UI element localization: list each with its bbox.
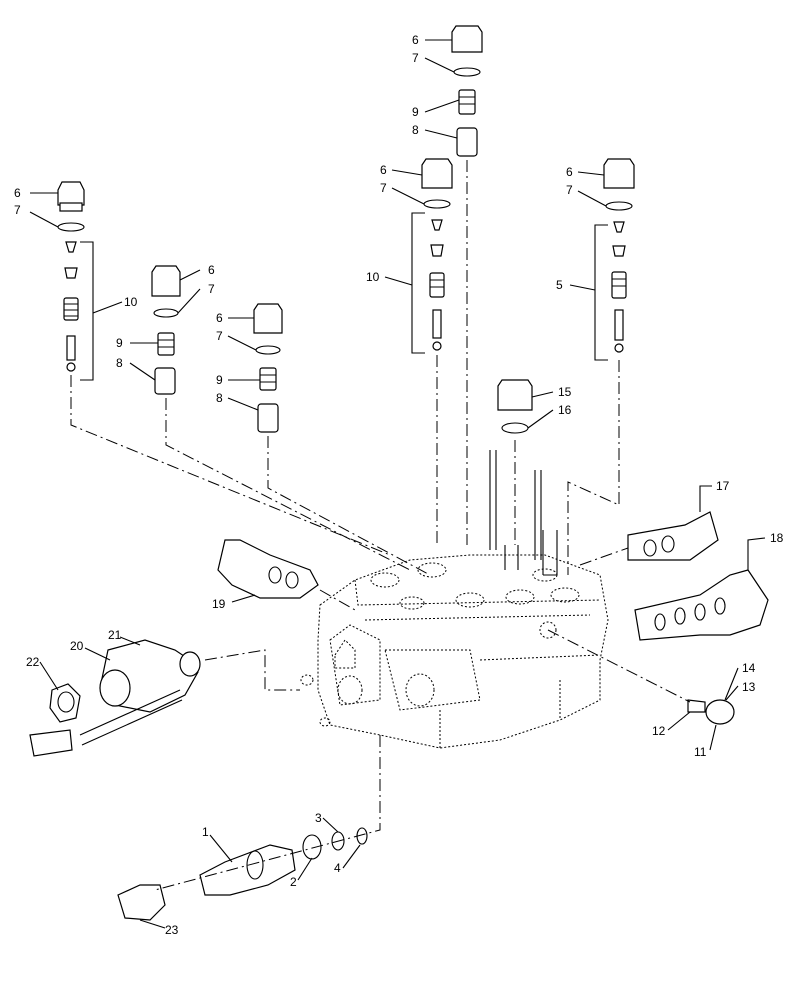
callout-10: 10	[124, 295, 138, 309]
callout-9: 9	[412, 105, 419, 119]
callout-5: 5	[556, 278, 563, 292]
stack-midleft	[151, 265, 181, 395]
callout-22: 22	[26, 655, 40, 669]
callout-8: 8	[216, 391, 223, 405]
relief-valve-assembly	[117, 827, 368, 921]
solenoid-assembly	[29, 639, 201, 757]
callout-6: 6	[208, 263, 215, 277]
body-stems	[489, 450, 558, 576]
cartridge-18	[634, 569, 769, 641]
callout-13: 13	[742, 680, 756, 694]
callout-4: 4	[334, 861, 341, 875]
callout-7: 7	[380, 181, 387, 195]
stack-mid	[253, 303, 283, 433]
callout-16: 16	[558, 403, 572, 417]
valve-body	[300, 554, 609, 749]
callout-8: 8	[116, 356, 123, 370]
callout-3: 3	[315, 811, 322, 825]
callout-2: 2	[290, 875, 297, 889]
callout-10: 10	[366, 270, 380, 284]
cartridge-19	[217, 539, 319, 599]
callout-6: 6	[566, 165, 573, 179]
callout-20: 20	[70, 639, 84, 653]
stack-center	[411, 158, 453, 354]
callout-21: 21	[108, 628, 122, 642]
callout-19: 19	[212, 597, 226, 611]
stack-left	[57, 181, 94, 381]
callout-9: 9	[116, 336, 123, 350]
callout-23: 23	[165, 923, 179, 937]
leader-lines	[29, 39, 766, 929]
plug-15	[497, 379, 533, 434]
callout-14: 14	[742, 661, 756, 675]
callout-7: 7	[566, 183, 573, 197]
callout-6: 6	[380, 163, 387, 177]
assembly-lines	[70, 160, 691, 891]
callout-8: 8	[412, 123, 419, 137]
callout-7: 7	[412, 51, 419, 65]
fitting-11-14	[687, 699, 735, 725]
cartridge-17	[627, 511, 719, 561]
callout-15: 15	[558, 385, 572, 399]
stack-top	[451, 25, 483, 157]
callout-12: 12	[652, 724, 666, 738]
callout-6: 6	[412, 33, 419, 47]
callout-17: 17	[716, 479, 730, 493]
stack-right	[594, 158, 635, 361]
callout-11: 11	[694, 745, 707, 759]
callout-7: 7	[208, 282, 215, 296]
callout-6: 6	[14, 186, 21, 200]
callout-6: 6	[216, 311, 223, 325]
callouts: 6 7 9 8 6 7 10 6 7 5 6 7 10 6 7 9 8 6 7 …	[14, 33, 784, 937]
callout-9: 9	[216, 373, 223, 387]
callout-18: 18	[770, 531, 784, 545]
callout-7: 7	[216, 329, 223, 343]
callout-7: 7	[14, 203, 21, 217]
callout-1: 1	[202, 825, 209, 839]
